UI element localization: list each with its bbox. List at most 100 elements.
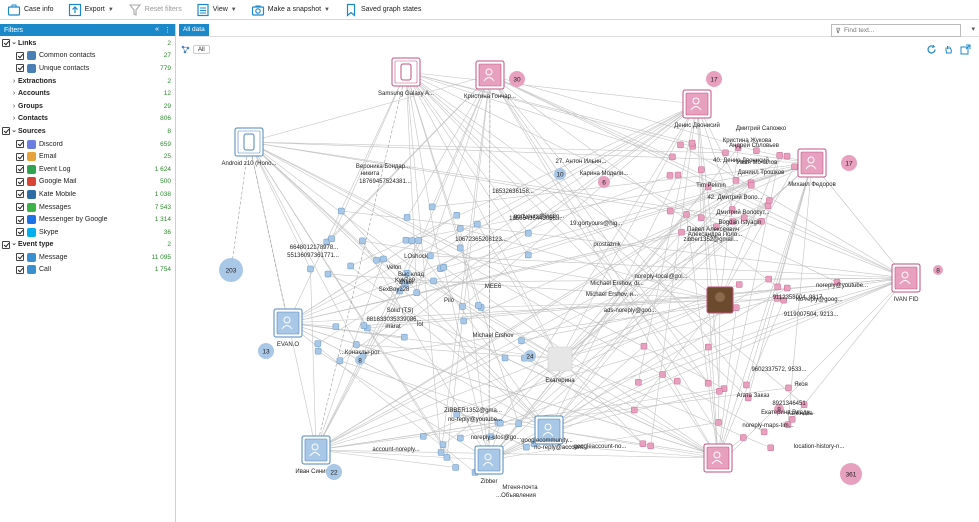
contact-node[interactable] [734, 144, 742, 151]
contact-node[interactable] [360, 322, 368, 329]
contact-node[interactable] [525, 230, 532, 237]
contact-node[interactable] [307, 265, 314, 273]
contact-node[interactable] [732, 177, 740, 184]
filter-checkbox[interactable] [16, 64, 24, 73]
contact-node[interactable] [688, 139, 696, 147]
contact-node[interactable] [783, 284, 791, 292]
contact-node[interactable] [674, 377, 681, 385]
contact-node[interactable] [666, 207, 674, 215]
chevron-right-icon[interactable]: › [12, 77, 16, 85]
count-badge[interactable] [933, 265, 943, 275]
view-caret-icon[interactable]: ▼ [230, 6, 237, 13]
filter-checkbox[interactable] [16, 190, 24, 199]
filter-checkbox[interactable] [16, 265, 24, 274]
chevron-right-icon[interactable]: › [12, 102, 16, 110]
filter-checkbox[interactable] [2, 127, 10, 136]
contact-node[interactable] [400, 279, 408, 286]
filter-checkbox[interactable] [2, 39, 10, 48]
contact-node[interactable] [716, 388, 723, 395]
contact-node[interactable] [678, 228, 685, 236]
contact-node[interactable] [631, 406, 638, 414]
contact-node[interactable] [347, 262, 354, 270]
contact-node[interactable] [697, 214, 705, 221]
contact-node[interactable] [780, 296, 787, 304]
contact-node[interactable] [640, 343, 648, 350]
tab-all-data[interactable]: All data [179, 24, 209, 36]
count-badge[interactable] [355, 355, 365, 365]
contact-node[interactable] [415, 237, 422, 244]
contact-node[interactable] [715, 419, 722, 426]
case-info-button[interactable]: Case info [4, 1, 57, 19]
contact-node[interactable] [744, 394, 752, 402]
contact-node[interactable] [683, 211, 690, 218]
contact-node[interactable] [403, 270, 411, 277]
graph-canvas[interactable]: Samsung Galaxy A...Кристина Гончар...And… [179, 38, 979, 522]
contact-node[interactable] [515, 420, 522, 427]
contact-node[interactable] [459, 303, 466, 310]
contact-node[interactable] [647, 442, 654, 450]
contact-node[interactable] [698, 166, 705, 173]
collapse-panel-icon[interactable]: « [155, 26, 159, 33]
contact-node[interactable] [336, 357, 344, 364]
filter-checkbox[interactable] [16, 152, 24, 161]
filter-checkbox[interactable] [16, 177, 24, 186]
contact-node[interactable] [666, 172, 674, 179]
contact-node[interactable] [401, 333, 408, 341]
chevron-right-icon[interactable]: › [12, 115, 16, 123]
contact-node[interactable] [501, 354, 509, 362]
contact-node[interactable] [440, 264, 447, 271]
count-badge[interactable] [774, 404, 784, 414]
find-filter-icon[interactable]: ⊽ [835, 27, 841, 35]
contact-node[interactable] [669, 153, 676, 161]
contact-node[interactable] [639, 440, 647, 447]
contact-node[interactable] [437, 449, 445, 456]
contact-node[interactable] [791, 163, 798, 171]
contact-node[interactable] [359, 237, 366, 245]
contact-node[interactable] [314, 340, 322, 347]
pan-hand-icon[interactable] [943, 44, 954, 55]
contact-node[interactable] [408, 237, 416, 244]
contact-node[interactable] [740, 434, 747, 441]
contact-node[interactable] [785, 384, 792, 392]
contact-node[interactable] [704, 380, 712, 387]
export-button[interactable]: Export ▼ [65, 1, 117, 19]
contact-node[interactable] [705, 343, 712, 351]
contact-node[interactable] [784, 421, 792, 428]
find-text-input[interactable] [844, 27, 954, 34]
view-button[interactable]: View ▼ [193, 1, 240, 19]
contact-node[interactable] [338, 207, 345, 215]
contact-node[interactable] [728, 206, 736, 213]
count-badge[interactable] [258, 343, 274, 359]
contact-node[interactable] [748, 182, 755, 189]
filter-checkbox[interactable] [16, 253, 24, 262]
contact-node[interactable] [402, 237, 410, 244]
contact-node[interactable] [430, 277, 437, 285]
refresh-icon[interactable] [926, 44, 937, 55]
contact-node[interactable] [753, 147, 760, 154]
contact-node[interactable] [659, 371, 666, 378]
contact-node[interactable] [427, 252, 434, 260]
chevron-down-icon[interactable]: ⌄ [11, 126, 17, 134]
filter-checkbox[interactable] [16, 215, 24, 224]
contact-node[interactable] [635, 379, 642, 386]
contact-node[interactable] [353, 341, 360, 348]
contact-node[interactable] [324, 270, 332, 278]
contact-node[interactable] [428, 203, 436, 211]
contact-node[interactable] [452, 464, 459, 471]
contact-node[interactable] [332, 323, 340, 330]
contact-node[interactable] [453, 411, 460, 418]
contact-node[interactable] [474, 220, 481, 228]
count-badge[interactable] [326, 464, 342, 480]
contact-node[interactable] [677, 141, 684, 149]
contact-node[interactable] [443, 454, 451, 461]
contact-node[interactable] [314, 347, 322, 355]
